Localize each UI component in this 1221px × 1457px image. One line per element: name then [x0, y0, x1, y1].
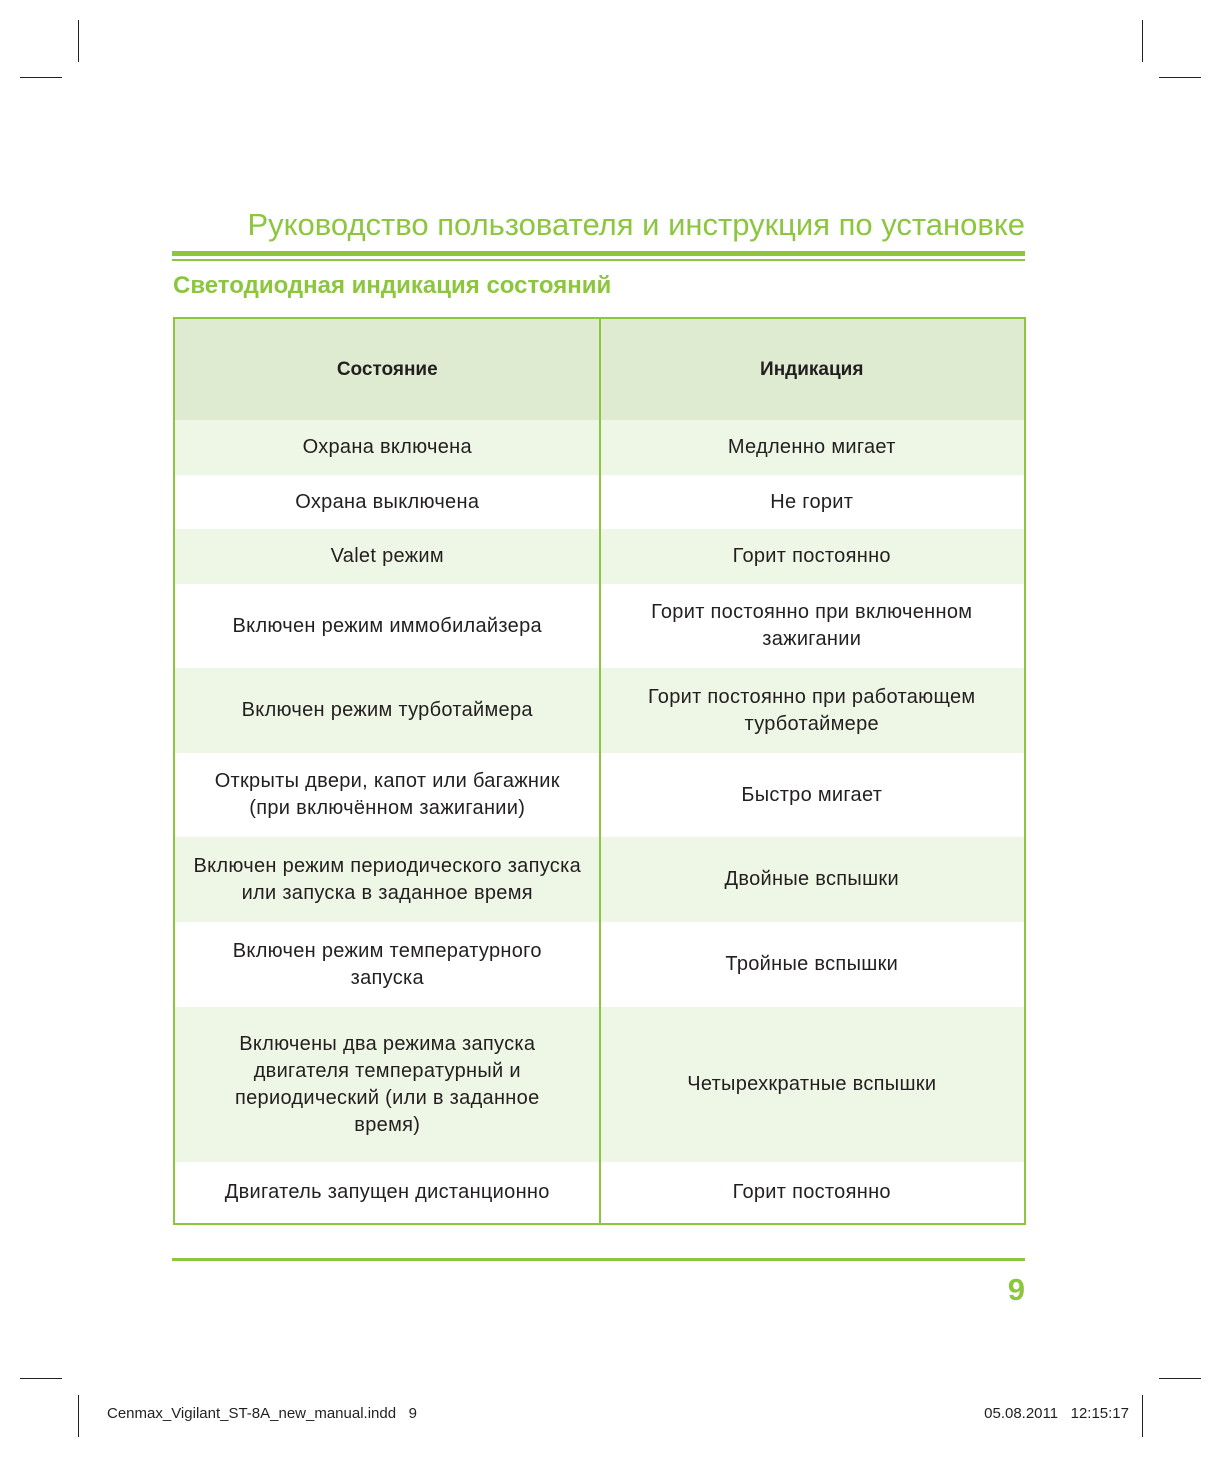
- state-cell: Открыты двери, капот или багажник (при в…: [214, 770, 560, 819]
- state-cell: Включен режим иммобилайзера: [232, 614, 542, 637]
- state-cell: Valet режим: [330, 545, 444, 567]
- indication-cell: Горит постоянно: [732, 545, 891, 567]
- indication-cell: Не горит: [770, 490, 854, 513]
- crop-mark: [1159, 1378, 1201, 1379]
- footer-rule: [172, 1258, 1025, 1261]
- column-header-indication: Индикация: [760, 359, 864, 380]
- page-number: 9: [1007, 1272, 1025, 1307]
- header-rule-thick: [172, 251, 1025, 256]
- indication-cell: Горит постоянно при включенном зажигании: [651, 601, 973, 650]
- state-cell: Включен режим турботаймера: [241, 699, 533, 721]
- crop-mark: [20, 77, 62, 78]
- state-cell: Двигатель запущен дистанционно: [224, 1181, 550, 1203]
- crop-mark: [1142, 1395, 1143, 1437]
- state-cell: Охрана выключена: [295, 490, 480, 513]
- column-divider: [599, 319, 601, 1223]
- crop-mark: [78, 1395, 79, 1437]
- crop-mark: [1159, 77, 1201, 78]
- document-title: Руководство пользователя и инструкция по…: [247, 207, 1025, 242]
- state-cell: Охрана включена: [302, 436, 472, 458]
- state-cell: Включен режим температурного запуска: [232, 939, 542, 989]
- indication-cell: Горит постоянно: [732, 1181, 891, 1203]
- indication-cell: Тройные вспышки: [725, 953, 899, 975]
- indication-cell: Четырехкратные вспышки: [687, 1073, 937, 1095]
- indication-cell: Медленно мигает: [727, 436, 896, 458]
- section-title: Светодиодная индикация состояний: [173, 272, 612, 299]
- state-cell: Включен режим периодического запуска или…: [193, 854, 582, 904]
- indication-cell: Быстро мигает: [741, 783, 883, 806]
- slug-filename: Cenmax_Vigilant_ST-8A_new_manual.indd 9: [107, 1405, 417, 1422]
- crop-mark: [78, 20, 79, 62]
- indication-cell: Горит постоянно при работающем турботайм…: [648, 685, 976, 735]
- header-rule-thin: [172, 259, 1025, 261]
- crop-mark: [20, 1378, 62, 1379]
- slug-datetime: 05.08.2011 12:15:17: [984, 1405, 1129, 1422]
- led-status-table: Состояние Индикация Охрана включена Медл…: [173, 317, 1026, 1225]
- state-cell: Включены два режима запуска двигателя те…: [235, 1032, 540, 1136]
- indication-cell: Двойные вспышки: [724, 868, 899, 890]
- column-header-state: Состояние: [336, 359, 438, 380]
- crop-mark: [1142, 20, 1143, 62]
